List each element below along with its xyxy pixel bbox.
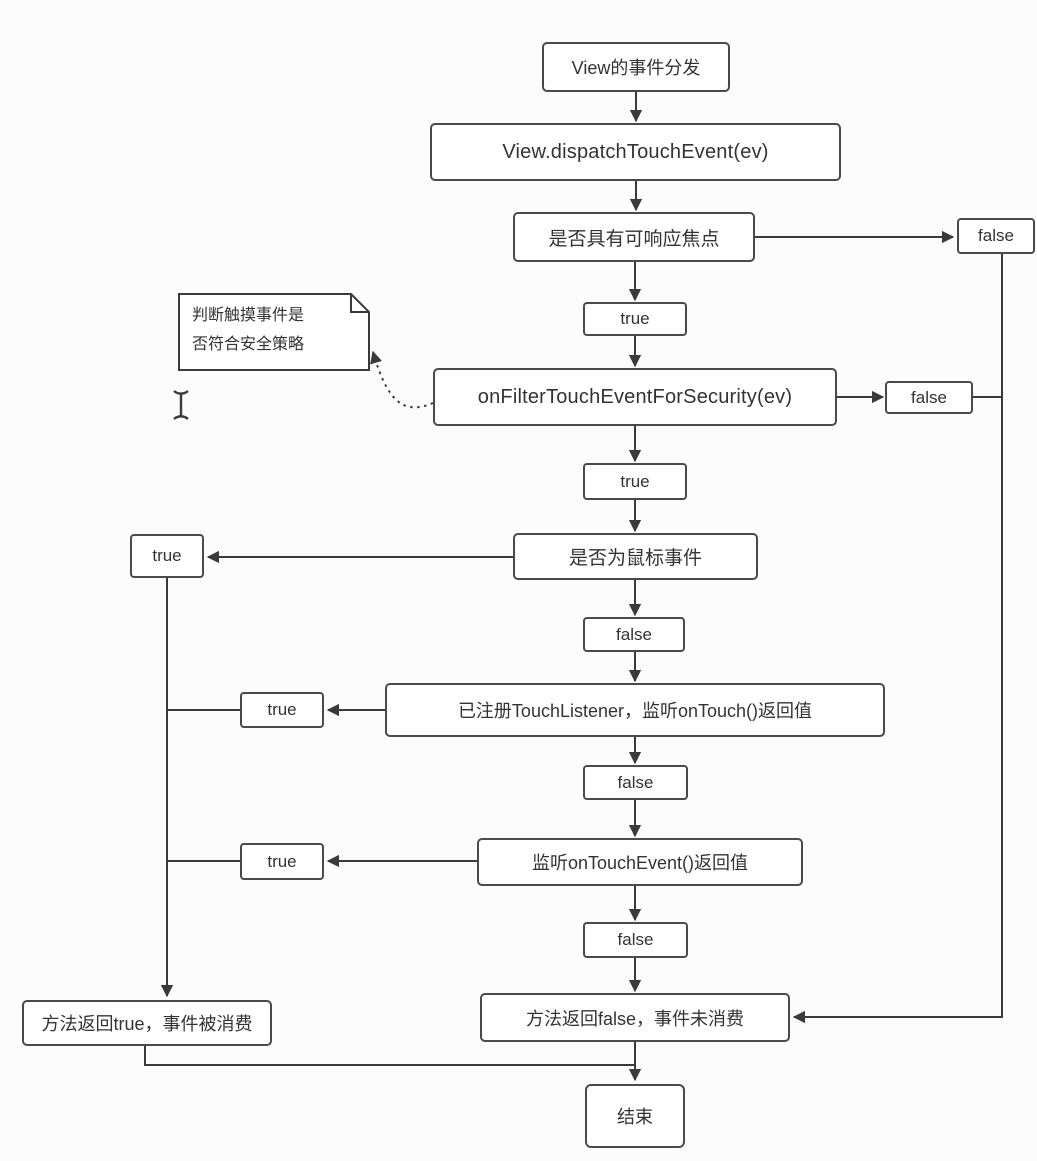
- node-end: 结束: [585, 1084, 685, 1148]
- node-focus-check: 是否具有可响应焦点: [513, 212, 755, 262]
- node-touch-listener-true: true: [240, 692, 324, 728]
- node-focus-true: true: [583, 302, 687, 336]
- node-consumed: 方法返回true，事件被消费: [22, 1000, 272, 1046]
- node-on-touch-event-false: false: [583, 922, 688, 958]
- node-security-note: 判断触摸事件是否符合安全策略: [192, 307, 305, 353]
- node-not-consumed: 方法返回false，事件未消费: [480, 993, 790, 1042]
- text-cursor-icon: [173, 390, 189, 420]
- node-mouse-false: false: [583, 617, 685, 652]
- node-on-touch-event: 监听onTouchEvent()返回值: [477, 838, 803, 886]
- node-mouse-true: true: [130, 534, 204, 578]
- node-dispatch-touch-event: View.dispatchTouchEvent(ev): [430, 123, 841, 181]
- node-security-false: false: [885, 381, 973, 414]
- node-on-touch-event-true: true: [240, 843, 324, 880]
- note-shape: [178, 293, 370, 371]
- node-security-filter: onFilterTouchEventForSecurity(ev): [433, 368, 837, 426]
- node-mouse-check: 是否为鼠标事件: [513, 533, 758, 580]
- node-focus-false: false: [957, 218, 1035, 254]
- node-touch-listener-false: false: [583, 765, 688, 800]
- node-touch-listener: 已注册TouchListener，监听onTouch()返回值: [385, 683, 885, 737]
- node-security-true: true: [583, 463, 687, 500]
- node-start: View的事件分发: [542, 42, 730, 92]
